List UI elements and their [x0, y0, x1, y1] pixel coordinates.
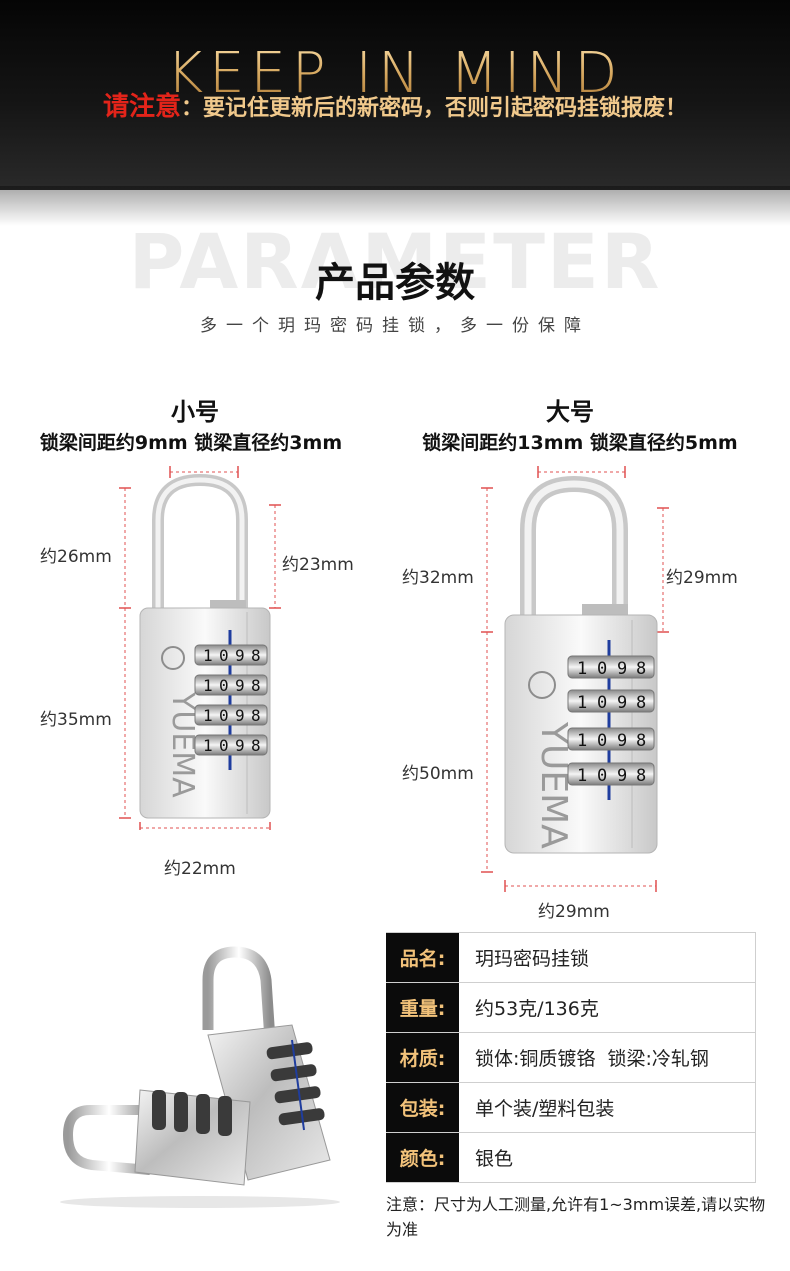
large-brand-text: YUEMA [533, 721, 574, 849]
svg-text:0: 0 [597, 693, 607, 713]
svg-text:9: 9 [235, 706, 245, 725]
svg-text:9: 9 [617, 693, 627, 713]
specs-table: 品名: 玥玛密码挂锁 重量: 约53克/136克 材质: 锁体:铜质镀铬 锁梁:… [386, 932, 756, 1183]
svg-text:0: 0 [597, 766, 607, 786]
table-row: 颜色: 银色 [386, 1133, 756, 1183]
table-row: 包装: 单个装/塑料包装 [386, 1083, 756, 1133]
small-dial-4: 1 [203, 736, 213, 755]
svg-text:8: 8 [636, 731, 646, 751]
table-row: 重量: 约53克/136克 [386, 983, 756, 1033]
svg-text:0: 0 [219, 676, 229, 695]
table-row: 材质: 锁体:铜质镀铬 锁梁:冷轧钢 [386, 1033, 756, 1083]
notice-label: 请注意 [102, 92, 181, 122]
svg-text:8: 8 [251, 646, 261, 665]
large-dim-total-shackle: 约32mm [402, 568, 474, 588]
small-dial-2: 1 [203, 676, 213, 695]
large-lock-desc: 锁梁间距约13mm 锁梁直径约5mm [422, 432, 738, 454]
spec-key: 包装: [386, 1083, 459, 1132]
spec-value: 银色 [475, 1148, 514, 1170]
small-dial-1: 1 [203, 646, 213, 665]
spec-key: 材质: [386, 1033, 459, 1082]
spec-key: 颜色: [386, 1133, 459, 1182]
banner-headline: KEEP IN MIND [0, 44, 790, 96]
spec-value: 单个装/塑料包装 [475, 1098, 615, 1120]
svg-text:9: 9 [235, 646, 245, 665]
product-photo [60, 946, 340, 1208]
measurement-note: 注意：尺寸为人工测量,允许有1~3mm误差,请以实物为准 [386, 1195, 766, 1239]
svg-text:8: 8 [251, 676, 261, 695]
spec-value: 玥玛密码挂锁 [475, 948, 590, 970]
small-brand-text: YUEMA [165, 691, 200, 798]
large-dial-4: 1 [577, 766, 587, 786]
svg-text:8: 8 [251, 736, 261, 755]
top-banner: KEEP IN MIND 请注意：要记住更新后的新密码，否则引起密码挂锁报废！ [0, 0, 790, 190]
section-subtitle: 多一个玥玛密码挂锁，多一份保障 [200, 316, 590, 336]
small-lock-diagram: YUEMA 1 0 9 8 1 0 9 8 1 0 9 8 1 0 9 [119, 466, 281, 830]
small-dim-total-shackle: 约26mm [40, 547, 112, 567]
large-dim-width: 约29mm [538, 902, 610, 922]
large-lock-diagram: YUEMA 1 0 9 8 1 0 9 8 1 0 9 8 1 0 9 8 [481, 466, 669, 892]
svg-text:9: 9 [617, 659, 627, 679]
banner-notice: 请注意：要记住更新后的新密码，否则引起密码挂锁报废！ [0, 92, 790, 124]
spec-value: 约53克/136克 [475, 998, 599, 1020]
svg-text:8: 8 [636, 766, 646, 786]
large-dial-2: 1 [577, 693, 587, 713]
large-dim-body-height: 约50mm [402, 764, 474, 784]
large-dial-3: 1 [577, 731, 587, 751]
svg-text:0: 0 [219, 646, 229, 665]
svg-text:0: 0 [597, 731, 607, 751]
svg-text:9: 9 [617, 766, 627, 786]
small-dim-inner-shackle: 约23mm [282, 555, 354, 575]
table-row: 品名: 玥玛密码挂锁 [386, 933, 756, 983]
large-dial-1: 1 [577, 659, 587, 679]
small-dim-width: 约22mm [164, 859, 236, 879]
small-dim-body-height: 约35mm [40, 710, 112, 730]
large-dim-inner-shackle: 约29mm [666, 568, 738, 588]
section-title: 产品参数 [315, 260, 475, 306]
small-lock-title: 小号 [171, 398, 219, 426]
svg-text:8: 8 [636, 659, 646, 679]
notice-text: 要记住更新后的新密码，否则引起密码挂锁报废！ [203, 96, 688, 121]
spec-value: 锁体:铜质镀铬 锁梁:冷轧钢 [475, 1048, 709, 1070]
small-dial-3: 1 [203, 706, 213, 725]
svg-text:8: 8 [251, 706, 261, 725]
spec-key: 重量: [386, 983, 459, 1032]
small-lock-desc: 锁梁间距约9mm 锁梁直径约3mm [39, 432, 343, 454]
svg-text:0: 0 [219, 706, 229, 725]
large-lock-title: 大号 [546, 398, 594, 426]
svg-text:9: 9 [235, 676, 245, 695]
banner-shadow [0, 186, 790, 226]
svg-text:8: 8 [636, 693, 646, 713]
watermark-text: PARAMETER [128, 217, 662, 306]
spec-key: 品名: [386, 933, 459, 982]
svg-text:9: 9 [617, 731, 627, 751]
svg-text:0: 0 [597, 659, 607, 679]
svg-text:9: 9 [235, 736, 245, 755]
svg-text:0: 0 [219, 736, 229, 755]
notice-separator: ： [180, 96, 203, 121]
